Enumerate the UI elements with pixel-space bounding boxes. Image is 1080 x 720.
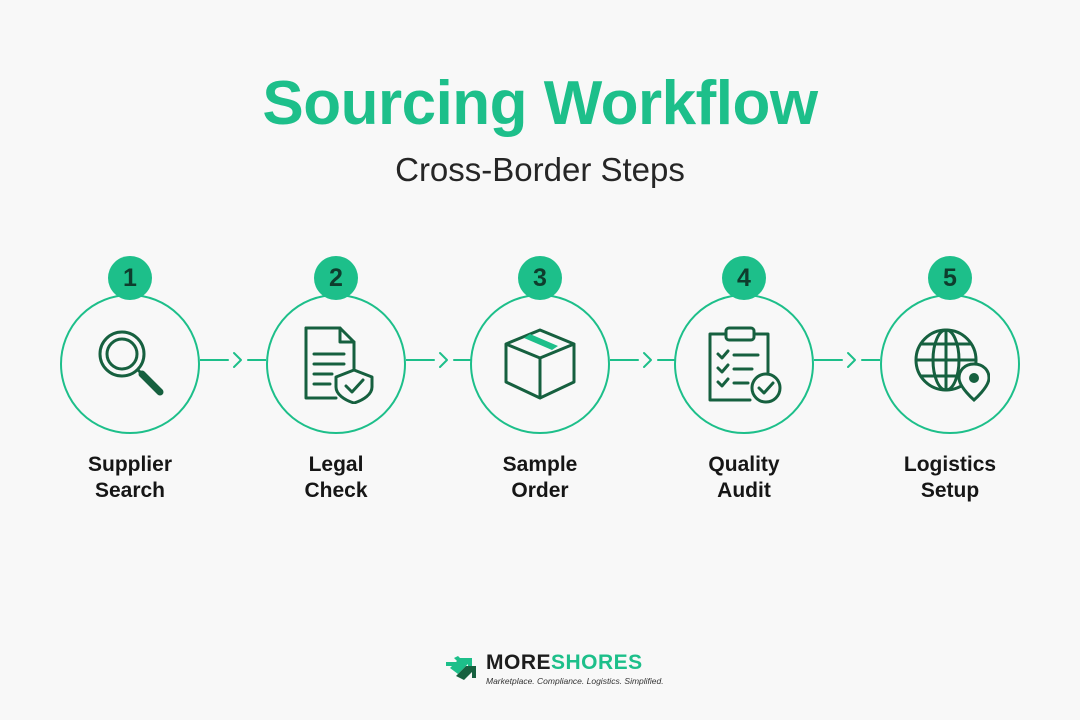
step-number-badge: 3 [518,256,562,300]
globe-pin-icon [914,328,990,402]
step-number-badge: 2 [314,256,358,300]
page-title: Sourcing Workflow [262,69,818,138]
page-subtitle: Cross-Border Steps [395,151,685,188]
brand-arrows-icon [446,656,476,680]
connector-arrow-4 [814,352,880,368]
box-icon [504,328,576,400]
step-number-badge: 5 [928,256,972,300]
connector-arrow-2 [406,352,472,368]
brand-tagline: Marketplace. Compliance. Logistics. Simp… [486,676,664,686]
connector-arrow-3 [610,352,676,368]
document-shield-icon [304,326,374,404]
step-ring [674,294,814,434]
brand-name: MORESHORES [486,651,643,674]
step-number-badge: 4 [722,256,766,300]
magnifier-icon [98,330,164,396]
step-number-badge: 1 [108,256,152,300]
clipboard-check-icon [708,326,782,404]
step-ring [880,294,1020,434]
connector-arrow-1 [200,352,266,368]
